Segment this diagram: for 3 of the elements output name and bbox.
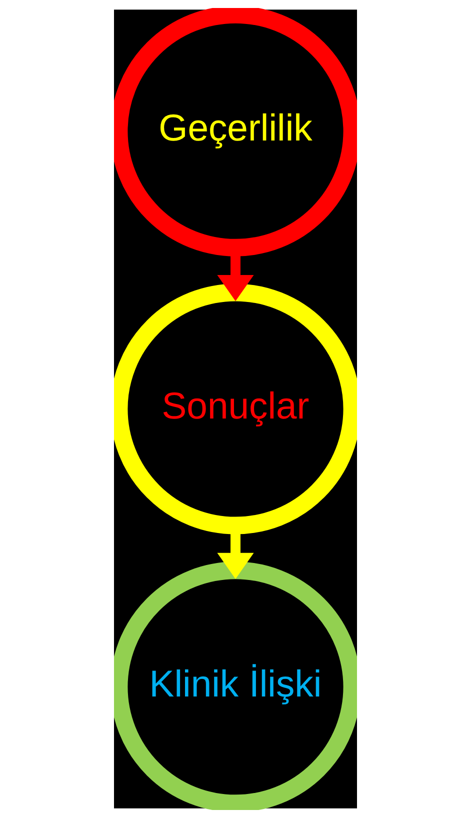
node-circle: Geçerlilik xyxy=(114,8,357,256)
node-circle: Klinik İlişki xyxy=(114,562,357,810)
node-circle: Sonuçlar xyxy=(114,284,357,534)
